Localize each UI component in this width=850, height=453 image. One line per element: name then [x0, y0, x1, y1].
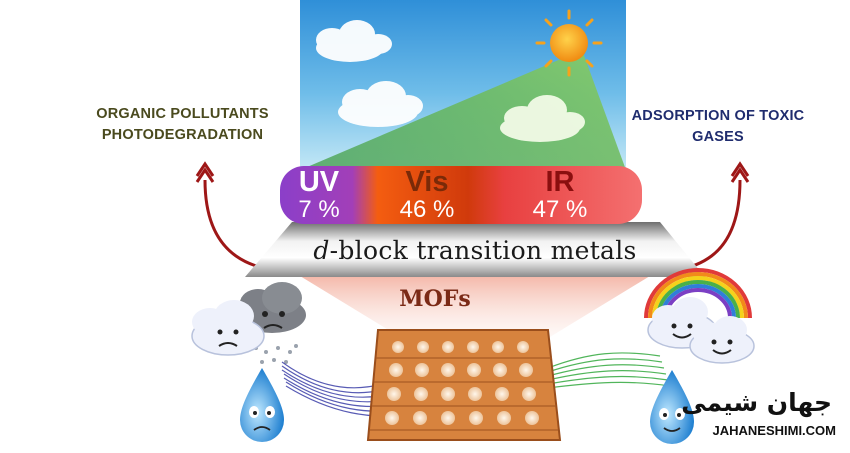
- sad-cloud-icon: [191, 300, 265, 356]
- d-block-label: d-block transition metals: [270, 236, 680, 265]
- cloud-icon: [316, 20, 392, 62]
- cloud-icon: [338, 81, 423, 127]
- ir-band-percent: 47 %: [532, 196, 588, 223]
- vis-band-name: Vis: [405, 166, 449, 198]
- adsorption-label: ADSORPTION OF TOXIC GASES: [618, 106, 818, 148]
- ir-band-name: IR: [545, 166, 575, 198]
- ir-band: IR 47 %: [500, 167, 620, 225]
- adsorption-label-line1: ADSORPTION OF TOXIC: [631, 108, 805, 124]
- vis-band-percent: 46 %: [399, 196, 455, 223]
- happy-cloud-icon: [689, 316, 755, 364]
- sun-icon: [535, 9, 603, 77]
- uv-band-percent: 7 %: [298, 196, 340, 223]
- d-block-banner: [245, 222, 705, 277]
- uv-band-name: UV: [298, 166, 340, 198]
- photodegradation-label: ORGANIC POLLUTANTS PHOTODEGRADATION: [75, 104, 290, 146]
- happy-water-drop-icon: [650, 370, 694, 444]
- mof-lattice-icon: [366, 329, 562, 441]
- cloud-icon: [500, 95, 585, 142]
- photodegradation-label-line2: PHOTODEGRADATION: [101, 127, 264, 143]
- watermark-url: JAHANESHIMI.COM: [712, 423, 836, 438]
- mofs-label: MOFs: [399, 286, 471, 312]
- photodegradation-label-line1: ORGANIC POLLUTANTS: [96, 106, 269, 122]
- gas-strands: [547, 352, 671, 389]
- sky-scene: [300, 0, 626, 170]
- vis-band: Vis 46 %: [372, 167, 482, 225]
- d-block-label-rest: -block transition metals: [329, 236, 637, 265]
- watermark-logo-text: جهان شیمی: [681, 388, 832, 417]
- solar-spectrum-bar: [280, 166, 642, 224]
- uv-band: UV 7 %: [281, 167, 357, 225]
- mof-glow: [300, 276, 650, 340]
- d-block-label-italic: d: [313, 236, 330, 265]
- sad-water-drop-icon: [240, 368, 284, 442]
- adsorption-label-line2: GASES: [692, 129, 744, 145]
